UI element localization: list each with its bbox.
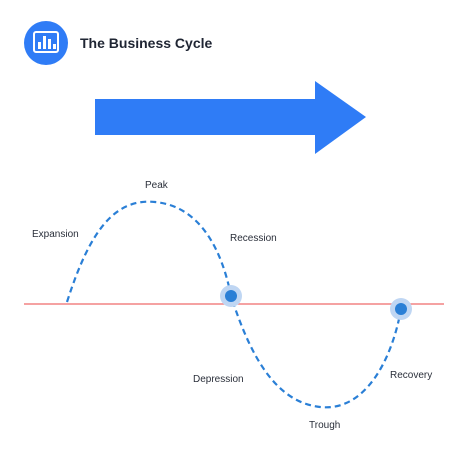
label-recovery: Recovery (390, 370, 432, 381)
label-depression: Depression (193, 374, 244, 385)
recession-marker (220, 285, 242, 307)
label-recession: Recession (230, 233, 277, 244)
page-title: The Business Cycle (80, 35, 212, 51)
recession-marker-dot (225, 290, 237, 302)
recovery-marker-dot (395, 303, 407, 315)
direction-arrow (95, 81, 366, 154)
label-expansion: Expansion (32, 229, 79, 240)
recovery-marker (390, 298, 412, 320)
label-peak: Peak (145, 180, 169, 191)
header-icon (24, 21, 68, 65)
label-trough: Trough (309, 420, 340, 431)
bar-chart-icon (33, 31, 59, 53)
